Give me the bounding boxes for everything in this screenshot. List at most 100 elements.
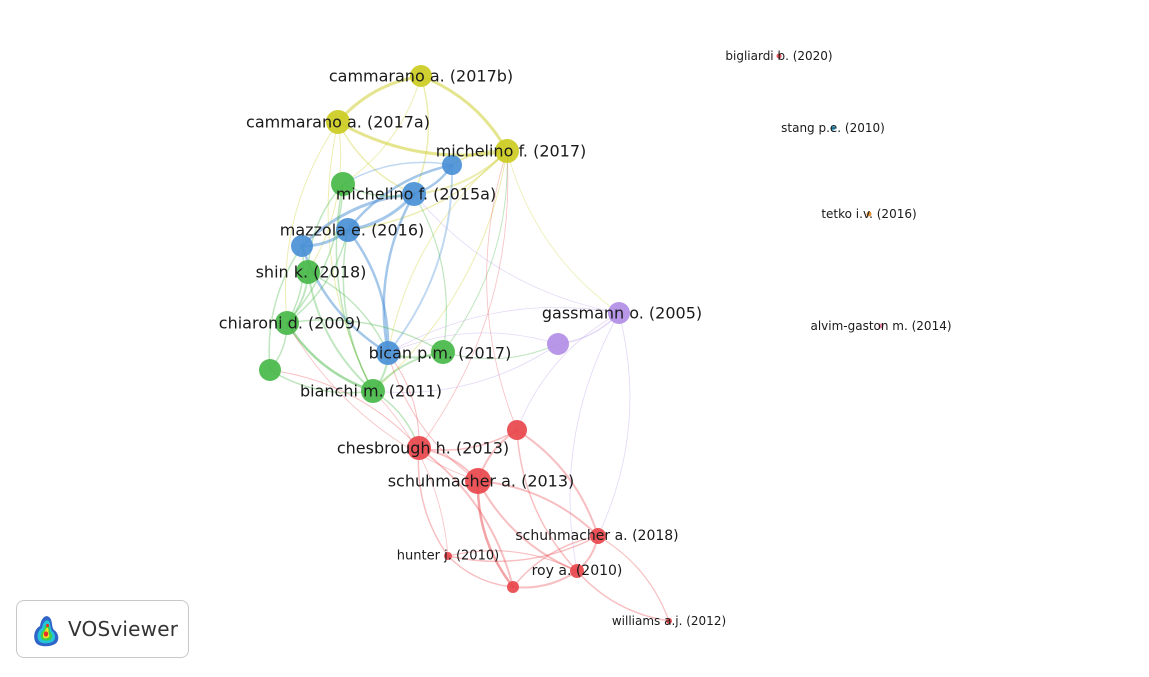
- network-link-michelino-2015a-blue-unlabeled-2: [300, 192, 416, 248]
- node-shin-2018[interactable]: [296, 260, 320, 284]
- network-link-schuhmacher-2013-schuhmacher-2018: [477, 480, 599, 537]
- node-roy-2010[interactable]: [570, 564, 584, 578]
- network-link-red-unlabeled-1-schuhmacher-2018: [516, 429, 599, 537]
- node-chesbrough-2013[interactable]: [407, 436, 431, 460]
- network-link-michelino-2017-gassmann-2005: [506, 150, 620, 314]
- vosviewer-density-icon: [34, 616, 59, 647]
- node-schuhmacher-2013[interactable]: [465, 468, 491, 494]
- node-label-mazzola-2016[interactable]: mazzola e. (2016): [280, 221, 425, 240]
- node-stang-2010[interactable]: [830, 125, 836, 131]
- network-link-michelino-2015a-bican-2017: [382, 192, 416, 355]
- network-nodes: [259, 53, 884, 624]
- network-link-green-unlabeled-1-bianchi-2011: [335, 183, 374, 392]
- node-label-williams-2012[interactable]: williams a.j. (2012): [612, 614, 726, 628]
- node-label-bican-2017[interactable]: bican p.m. (2017): [369, 344, 512, 363]
- network-link-green-unlabeled-3-michelino-2017: [442, 150, 508, 353]
- node-label-cammarano-2017a[interactable]: cammarano a. (2017a): [246, 113, 430, 132]
- network-link-michelino-2017-red-unlabeled-1: [486, 150, 518, 431]
- network-link-blue-unlabeled-2-green-unlabeled-2: [268, 245, 303, 371]
- node-hunter-2010[interactable]: [444, 552, 452, 560]
- network-link-gassmann-2005-schuhmacher-2018: [597, 312, 631, 537]
- node-schuhmacher-2018[interactable]: [590, 528, 606, 544]
- network-link-schuhmacher-2018-williams-2012: [597, 535, 670, 622]
- node-red-unlabeled-1[interactable]: [507, 420, 527, 440]
- node-williams-2012[interactable]: [666, 618, 672, 624]
- network-link-cammarano-2017b-michelino-2015a: [413, 75, 430, 195]
- node-purple-unlabeled-1[interactable]: [547, 333, 569, 355]
- network-link-mazzola-2016-bianchi-2011: [342, 229, 374, 392]
- node-label-hunter-2010[interactable]: hunter j. (2010): [397, 549, 499, 564]
- network-link-cammarano-2017a-bianchi-2011: [327, 121, 374, 392]
- node-blue-unlabeled-1[interactable]: [442, 155, 462, 175]
- network-link-cammarano-2017b-green-unlabeled-1: [342, 75, 422, 185]
- node-red-unlabeled-2[interactable]: [507, 581, 519, 593]
- network-link-gassmann-2005-bican-2017: [387, 307, 620, 354]
- network-link-cammarano-2017b-michelino-2017: [419, 74, 509, 153]
- network-link-purple-unlabeled-1-bianchi-2011: [372, 343, 559, 393]
- node-label-bianchi-2011[interactable]: bianchi m. (2011): [300, 382, 442, 401]
- vosviewer-logo-text: VOSviewer: [68, 617, 179, 641]
- node-green-unlabeled-2[interactable]: [259, 359, 281, 381]
- network-link-cammarano-2017a-chiaroni-2009: [284, 121, 339, 324]
- network-link-shin-2018-bianchi-2011: [307, 271, 374, 392]
- node-blue-unlabeled-2[interactable]: [291, 235, 313, 257]
- network-link-mazzola-2016-chiaroni-2009: [286, 229, 349, 324]
- node-alvim-gaston-2014[interactable]: [878, 323, 884, 329]
- node-label-stang-2010[interactable]: stang p.e. (2010): [781, 121, 885, 135]
- node-label-chesbrough-2013[interactable]: chesbrough h. (2013): [337, 439, 509, 458]
- node-label-shin-2018[interactable]: shin k. (2018): [256, 263, 367, 282]
- node-label-schuhmacher-2013[interactable]: schuhmacher a. (2013): [388, 472, 575, 491]
- node-label-roy-2010[interactable]: roy a. (2010): [532, 563, 623, 579]
- network-link-green-unlabeled-2-chesbrough-2013: [269, 369, 420, 449]
- network-link-cammarano-2017a-michelino-2017: [336, 120, 509, 157]
- network-link-chiaroni-2009-schuhmacher-2013: [286, 322, 479, 482]
- node-cammarano-2017b[interactable]: [410, 65, 432, 87]
- network-link-blue-unlabeled-1-green-unlabeled-1: [342, 161, 453, 185]
- node-label-schuhmacher-2018[interactable]: schuhmacher a. (2018): [515, 528, 678, 544]
- network-link-cammarano-2017a-shin-2018: [307, 121, 342, 273]
- network-link-chesbrough-2013-hunter-2010: [417, 447, 449, 557]
- network-link-chiaroni-2009-bianchi-2011: [285, 321, 375, 393]
- node-michelino-2015a[interactable]: [402, 182, 426, 206]
- network-link-bianchi-2011-hunter-2010: [372, 390, 449, 557]
- network-link-chiaroni-2009-green-unlabeled-3: [286, 318, 444, 353]
- node-label-bigliardi-2020[interactable]: bigliardi b. (2020): [725, 49, 832, 63]
- node-bianchi-2011[interactable]: [361, 379, 385, 403]
- node-bican-2017[interactable]: [376, 341, 400, 365]
- network-link-red-unlabeled-1-roy-2010: [516, 429, 578, 572]
- node-label-michelino-2015a[interactable]: michelino f. (2015a): [336, 185, 496, 204]
- network-link-green-unlabeled-1-chiaroni-2009: [286, 183, 344, 324]
- node-label-michelino-2017[interactable]: michelino f. (2017): [436, 142, 587, 161]
- node-michelino-2017[interactable]: [495, 139, 519, 163]
- node-label-alvim-gaston-2014[interactable]: alvim-gaston m. (2014): [810, 319, 951, 333]
- network-link-hunter-2010-roy-2010: [447, 550, 578, 572]
- network-link-michelino-2017-bianchi-2011: [372, 150, 508, 392]
- node-cammarano-2017a[interactable]: [326, 110, 350, 134]
- network-link-gassmann-2005-red-unlabeled-1: [516, 312, 620, 431]
- node-label-chiaroni-2009[interactable]: chiaroni d. (2009): [219, 314, 361, 333]
- network-link-purple-unlabeled-1-bican-2017: [387, 332, 559, 354]
- network-link-green-unlabeled-3-purple-unlabeled-1: [442, 343, 559, 360]
- node-label-gassmann-2005[interactable]: gassmann o. (2005): [542, 304, 702, 323]
- network-labels: cammarano a. (2017b) cammarano a. (2017a)…: [219, 49, 952, 628]
- network-link-roy-2010-williams-2012: [576, 570, 670, 622]
- network-link-hunter-2010-red-unlabeled-2: [447, 555, 514, 588]
- vosviewer-logo-box: VOSviewer: [16, 600, 189, 658]
- node-bigliardi-2020[interactable]: [776, 53, 782, 59]
- network-link-michelino-2017-chesbrough-2013: [418, 150, 509, 449]
- node-gassmann-2005[interactable]: [608, 302, 630, 324]
- node-chiaroni-2009[interactable]: [275, 311, 299, 335]
- network-link-michelino-2017-mazzola-2016: [347, 150, 508, 231]
- node-tetko-2016[interactable]: [866, 211, 872, 217]
- network-link-hunter-2010-schuhmacher-2018: [447, 535, 599, 563]
- network-link-blue-unlabeled-1-bican-2017: [387, 164, 454, 354]
- network-link-mazzola-2016-bican-2017: [346, 228, 390, 355]
- node-green-unlabeled-1[interactable]: [331, 172, 355, 196]
- node-green-unlabeled-3[interactable]: [431, 340, 455, 364]
- network-link-bican-2017-schuhmacher-2013: [387, 352, 479, 482]
- network-link-schuhmacher-2018-red-unlabeled-2: [512, 535, 599, 588]
- node-mazzola-2016[interactable]: [336, 218, 360, 242]
- node-label-tetko-2016[interactable]: tetko i.v. (2016): [821, 207, 916, 221]
- node-label-cammarano-2017b[interactable]: cammarano a. (2017b): [329, 67, 513, 86]
